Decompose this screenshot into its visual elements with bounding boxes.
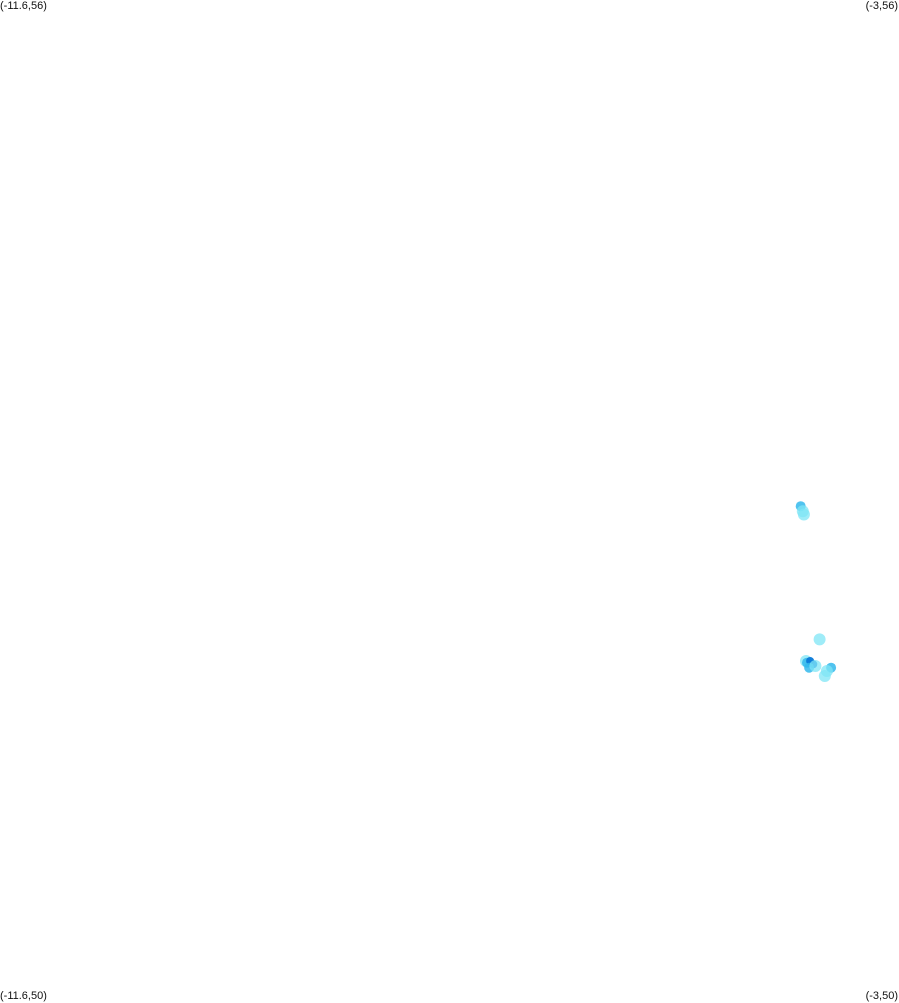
rain-point (818, 670, 831, 682)
rain-point (813, 633, 826, 646)
corner-label-top-right: (-3,56) (865, 0, 898, 12)
rain-point (809, 660, 822, 672)
rain-point (797, 508, 810, 521)
corner-label-bottom-left: (-11.6,50) (0, 990, 47, 1002)
corner-label-bottom-right: (-3,50) (865, 990, 898, 1002)
rain-points-layer (795, 501, 837, 682)
corner-label-top-left: (-11.6,56) (0, 0, 47, 12)
